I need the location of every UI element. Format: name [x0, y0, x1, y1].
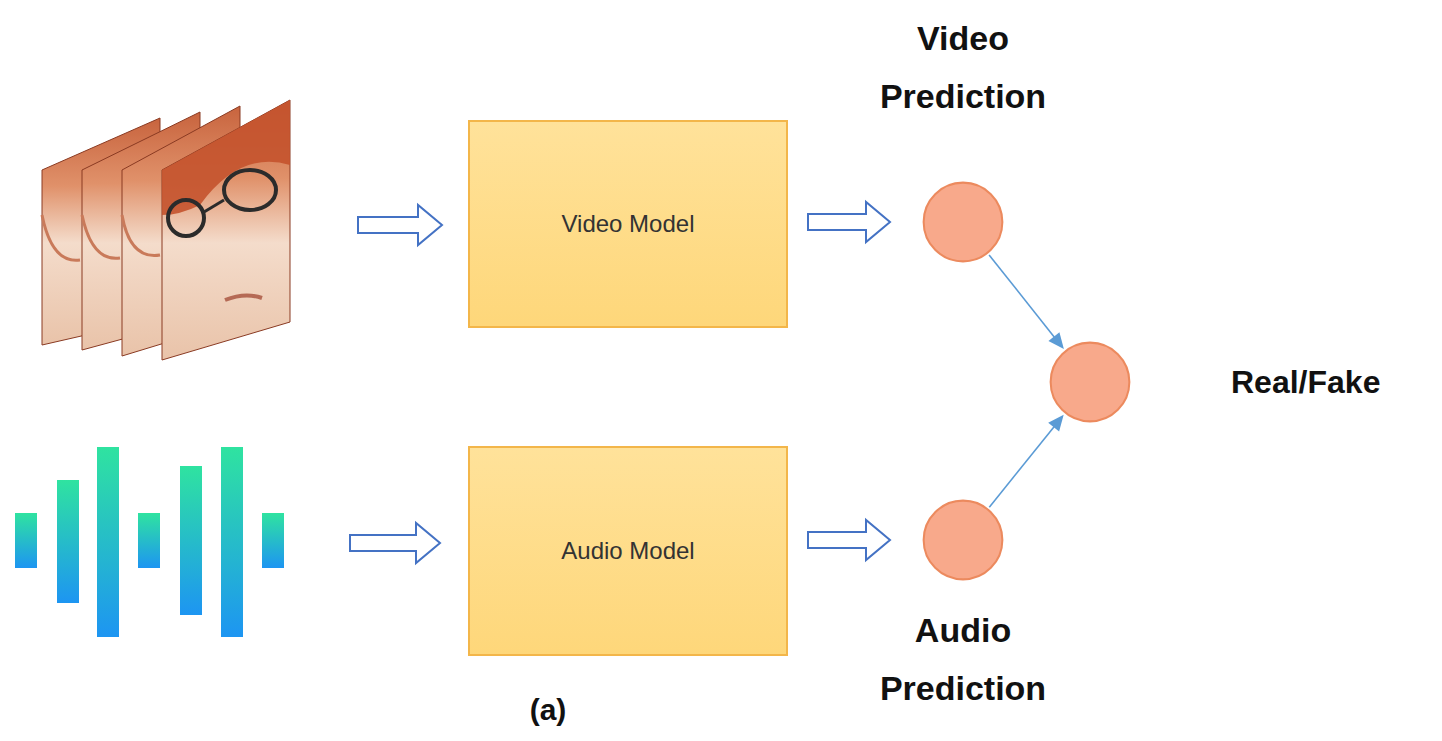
box-label: Audio Model: [561, 537, 694, 565]
input-arrow: [358, 205, 442, 245]
box-label: Video Model: [562, 210, 695, 238]
prediction-circle: Real/Fake: [1049, 341, 1131, 423]
circle-shape: [922, 499, 1004, 581]
prediction-label: Video Prediction: [853, 9, 1073, 125]
prediction-label: Real/Fake: [1231, 364, 1380, 401]
block-arrow-shape: [808, 520, 890, 560]
video-frames: [42, 100, 290, 360]
prediction-label: Audio Prediction: [853, 601, 1073, 717]
block-arrow: [808, 202, 890, 242]
circle-shape: [1049, 341, 1131, 423]
input-arrow: [350, 523, 440, 563]
block-arrow: [808, 520, 890, 560]
prediction-circle: Audio Prediction: [922, 499, 1004, 581]
process-box: Video Model: [468, 120, 788, 328]
arrow-head: [1048, 415, 1063, 432]
block-arrow-shape: [808, 202, 890, 242]
prediction-circle: Video Prediction: [922, 181, 1004, 263]
connector-line: [989, 426, 1055, 508]
flow-arrow: [989, 255, 1064, 349]
process-box: Audio Model: [468, 446, 788, 656]
connector-line: [989, 255, 1055, 338]
panel-label: (a): [530, 693, 567, 727]
arrow-head: [1048, 332, 1063, 349]
circle-shape: [922, 181, 1004, 263]
flow-arrow: [989, 415, 1063, 508]
audio-waveform: [15, 447, 284, 637]
